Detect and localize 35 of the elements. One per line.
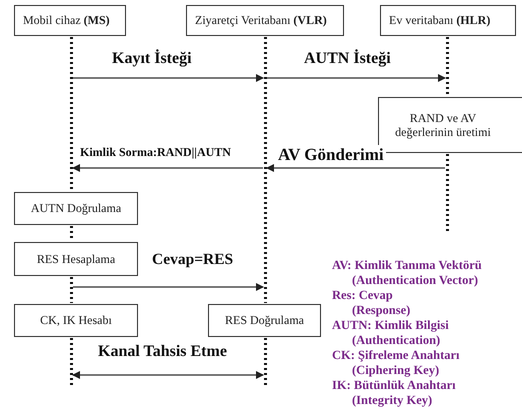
process-box: RES Doğrulama [208, 304, 321, 337]
note-text: AV: Kimlik Tanıma Vektörü [332, 258, 482, 273]
note-text: CK: Şifreleme Anahtarı [332, 348, 460, 363]
edge-label: AUTN İsteği [302, 50, 393, 68]
edge-label: Cevap=RES [150, 251, 236, 269]
lifeline [70, 277, 73, 303]
arrow [73, 283, 264, 291]
arrow [72, 371, 264, 379]
note-text: (Integrity Key) [352, 393, 432, 408]
note-text: (Authentication) [352, 333, 440, 348]
lifeline [264, 37, 267, 303]
edge-label: Kimlik Sorma:RAND||AUTN [78, 145, 233, 160]
process-box: AUTN Doğrulama [14, 192, 138, 225]
note-text: (Authentication Vector) [352, 273, 478, 288]
lifeline [70, 226, 73, 241]
note-text: IK: Bütünlük Anahtarı [332, 378, 456, 393]
arrow [72, 164, 263, 172]
note-text: Res: Cevap [332, 288, 393, 303]
note-text: (Response) [352, 303, 410, 318]
participant-box: Ev veritabanı (HLR) [380, 5, 516, 36]
lifeline [446, 154, 449, 232]
lifeline [70, 338, 73, 385]
edge-label: Kayıt İsteği [110, 50, 194, 68]
lifeline [70, 37, 73, 191]
arrow [267, 74, 446, 82]
lifeline [264, 338, 267, 385]
arrow [266, 164, 445, 172]
lifeline [446, 37, 449, 96]
note-text: AUTN: Kimlik Bilgisi [332, 318, 449, 333]
process-box: CK, IK Hesabı [14, 304, 138, 337]
note-text: (Ciphering Key) [352, 363, 440, 378]
arrow [73, 74, 264, 82]
participant-box: Mobil cihaz (MS) [14, 5, 126, 36]
process-box: RES Hesaplama [14, 242, 138, 276]
participant-box: Ziyaretçi Veritabanı (VLR) [186, 5, 344, 36]
